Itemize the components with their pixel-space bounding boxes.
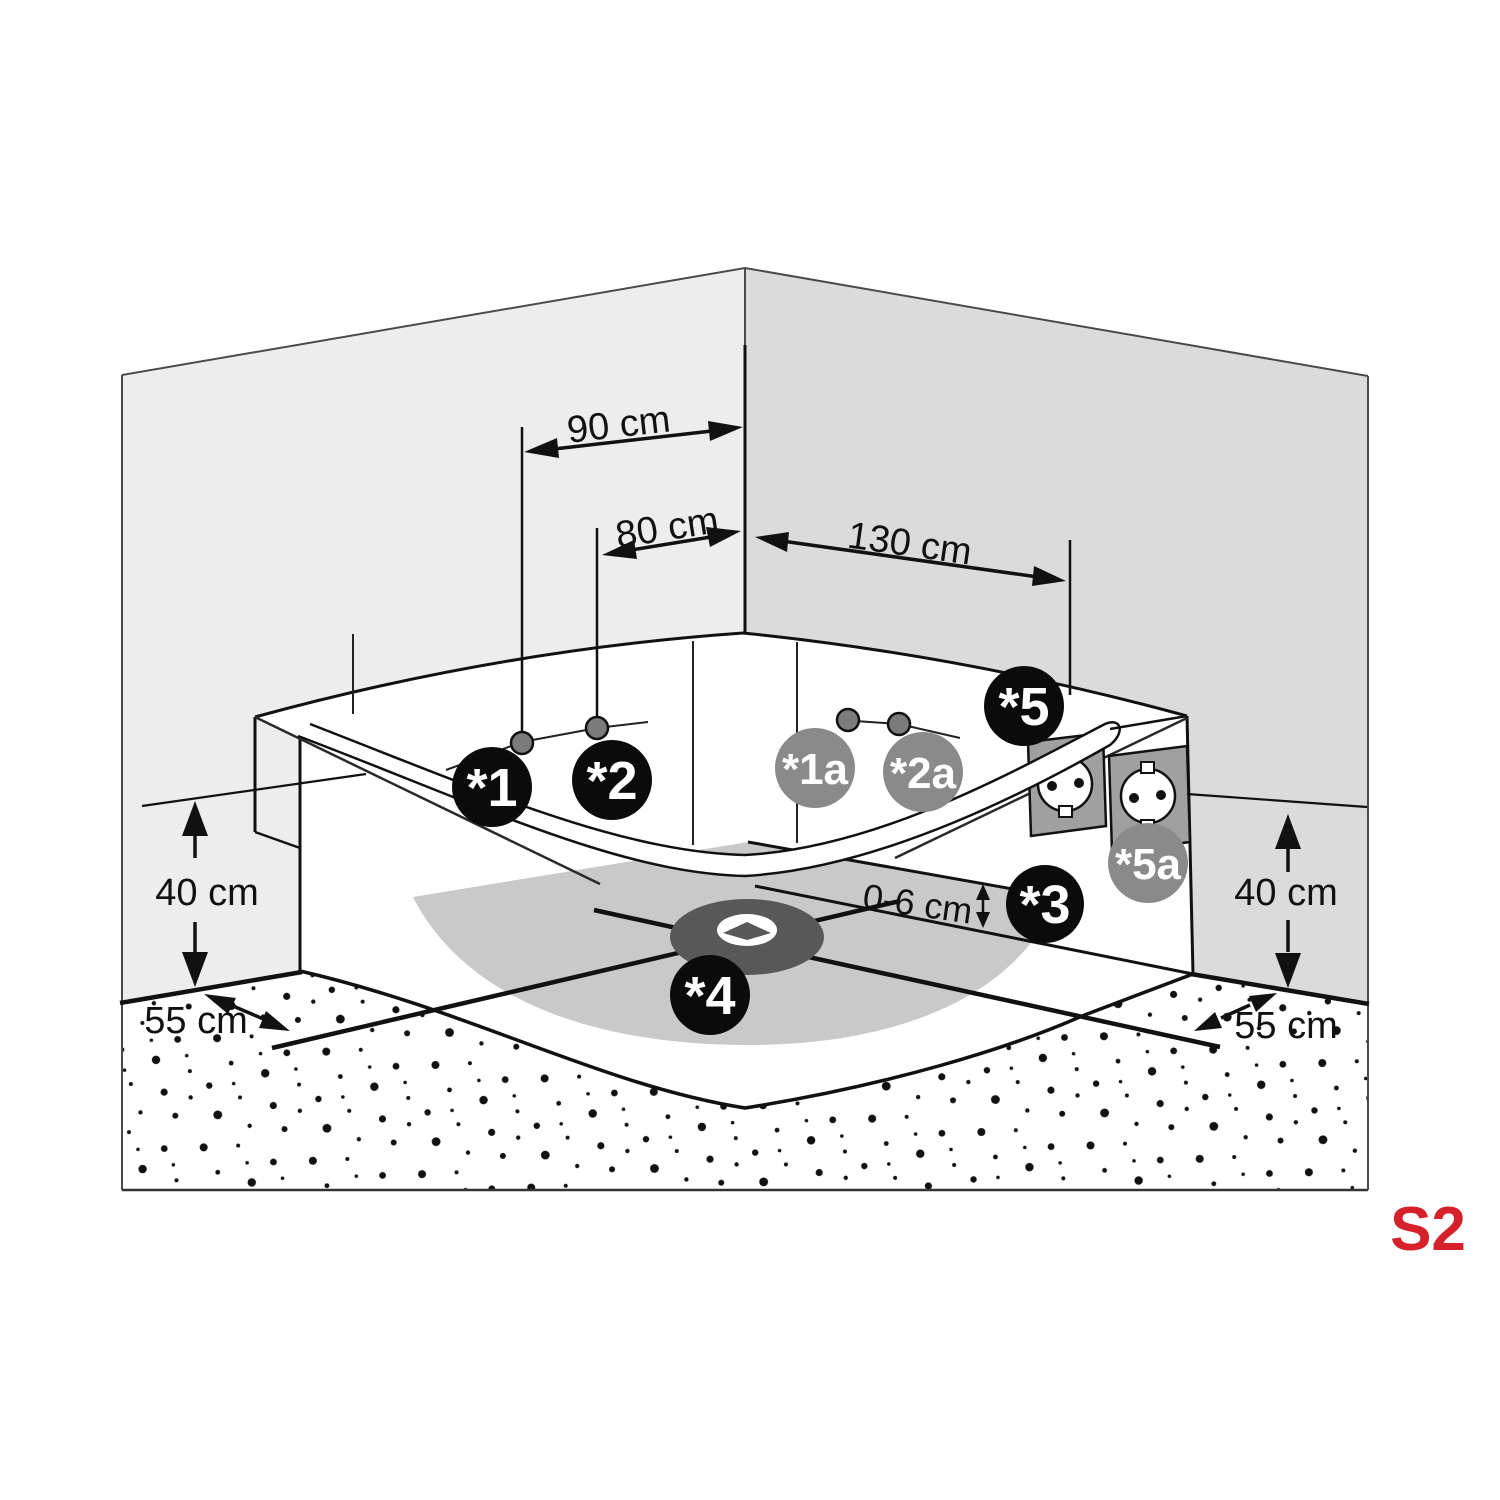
height-reference-left [141, 772, 367, 808]
marker-5a: *5a [1108, 823, 1188, 903]
dimension-40-right-label: 40 cm [1234, 872, 1337, 914]
marker-1-label: *1 [466, 758, 517, 818]
arrowhead-icon [976, 884, 990, 900]
dimension-40-left-label: 40 cm [155, 872, 258, 914]
marker-4-label: *4 [684, 966, 735, 1026]
arrowhead-icon [708, 421, 743, 441]
sheet-label: S2 [1390, 1195, 1466, 1264]
marker-4-badge [670, 955, 750, 1035]
gap-lower-line [754, 884, 1194, 976]
arrowhead-icon [182, 952, 208, 987]
drain-cone [723, 922, 771, 940]
marker-5-label: *5 [998, 677, 1049, 737]
jet-1 [509, 730, 535, 756]
jet-2a [886, 711, 912, 737]
arrowhead-icon [259, 1011, 290, 1031]
arrowhead-icon [976, 912, 990, 928]
outlet-left-notch-bottom [1058, 805, 1073, 818]
outlet-left-pin-hole [1047, 781, 1057, 791]
arrowhead-icon [1194, 1012, 1222, 1031]
wall-base-left [119, 969, 303, 1006]
apron-bottom-edge [299, 969, 1194, 1110]
marker-5-badge [984, 666, 1064, 746]
dimension-55-left: 55 cm [144, 994, 290, 1042]
marker-1a: *1a [775, 728, 855, 808]
marker-3-label: *3 [1019, 875, 1070, 935]
marker-2: *2 [572, 740, 652, 820]
marker-3: *3 [1006, 865, 1084, 943]
marker-5a-label: *5a [1115, 840, 1182, 889]
outlet-right-pin-hole [1156, 790, 1166, 800]
arrowhead-icon [755, 532, 789, 552]
outlet-right-pin-hole [1129, 793, 1139, 803]
outlet-right-socket-icon [1119, 767, 1177, 825]
arrowhead-icon [182, 801, 208, 836]
marker-2a-label: *2a [890, 749, 957, 798]
height-reference-right [1186, 792, 1368, 809]
arrowhead-icon [1032, 566, 1066, 586]
wall-base-right [1190, 971, 1370, 1007]
marker-1: *1 [452, 747, 532, 827]
arrowhead-icon [524, 438, 559, 458]
rim-left-endcap-bottom [254, 830, 301, 850]
screed-floor [122, 971, 1368, 1190]
marker-1-badge [452, 747, 532, 827]
marker-1a-label: *1a [782, 745, 849, 794]
arrowhead-icon [1275, 814, 1301, 849]
dimension-40-left: 40 cm [141, 772, 367, 987]
arrowhead-icon [1249, 993, 1277, 1012]
jet-2 [584, 715, 610, 741]
marker-4: *4 [670, 955, 750, 1035]
jet-1a [835, 707, 861, 733]
marker-2a: *2a [883, 732, 963, 812]
marker-3-badge [1006, 865, 1084, 943]
dimension-55-right-label: 55 cm [1234, 1005, 1337, 1047]
marker-5: *5 [984, 666, 1064, 746]
marker-5a-badge [1108, 823, 1188, 903]
dimension-55-left-label: 55 cm [144, 1000, 247, 1042]
marker-2a-badge [883, 732, 963, 812]
marker-1a-badge [775, 728, 855, 808]
dimension-40-right: 40 cm [1186, 792, 1368, 988]
marker-2-label: *2 [586, 751, 637, 811]
rim-right-top-edge [1109, 714, 1188, 731]
outlet-right-notch-top [1140, 761, 1155, 774]
arrowhead-icon [602, 540, 637, 559]
arrowhead-icon [1275, 953, 1301, 988]
marker-2-badge [572, 740, 652, 820]
outlet-left-pin-hole [1074, 778, 1084, 788]
arrowhead-icon [204, 994, 236, 1014]
rim-overhang-left [254, 715, 601, 886]
arrowhead-icon [706, 527, 741, 547]
dimension-55-right: 55 cm [1194, 993, 1338, 1047]
